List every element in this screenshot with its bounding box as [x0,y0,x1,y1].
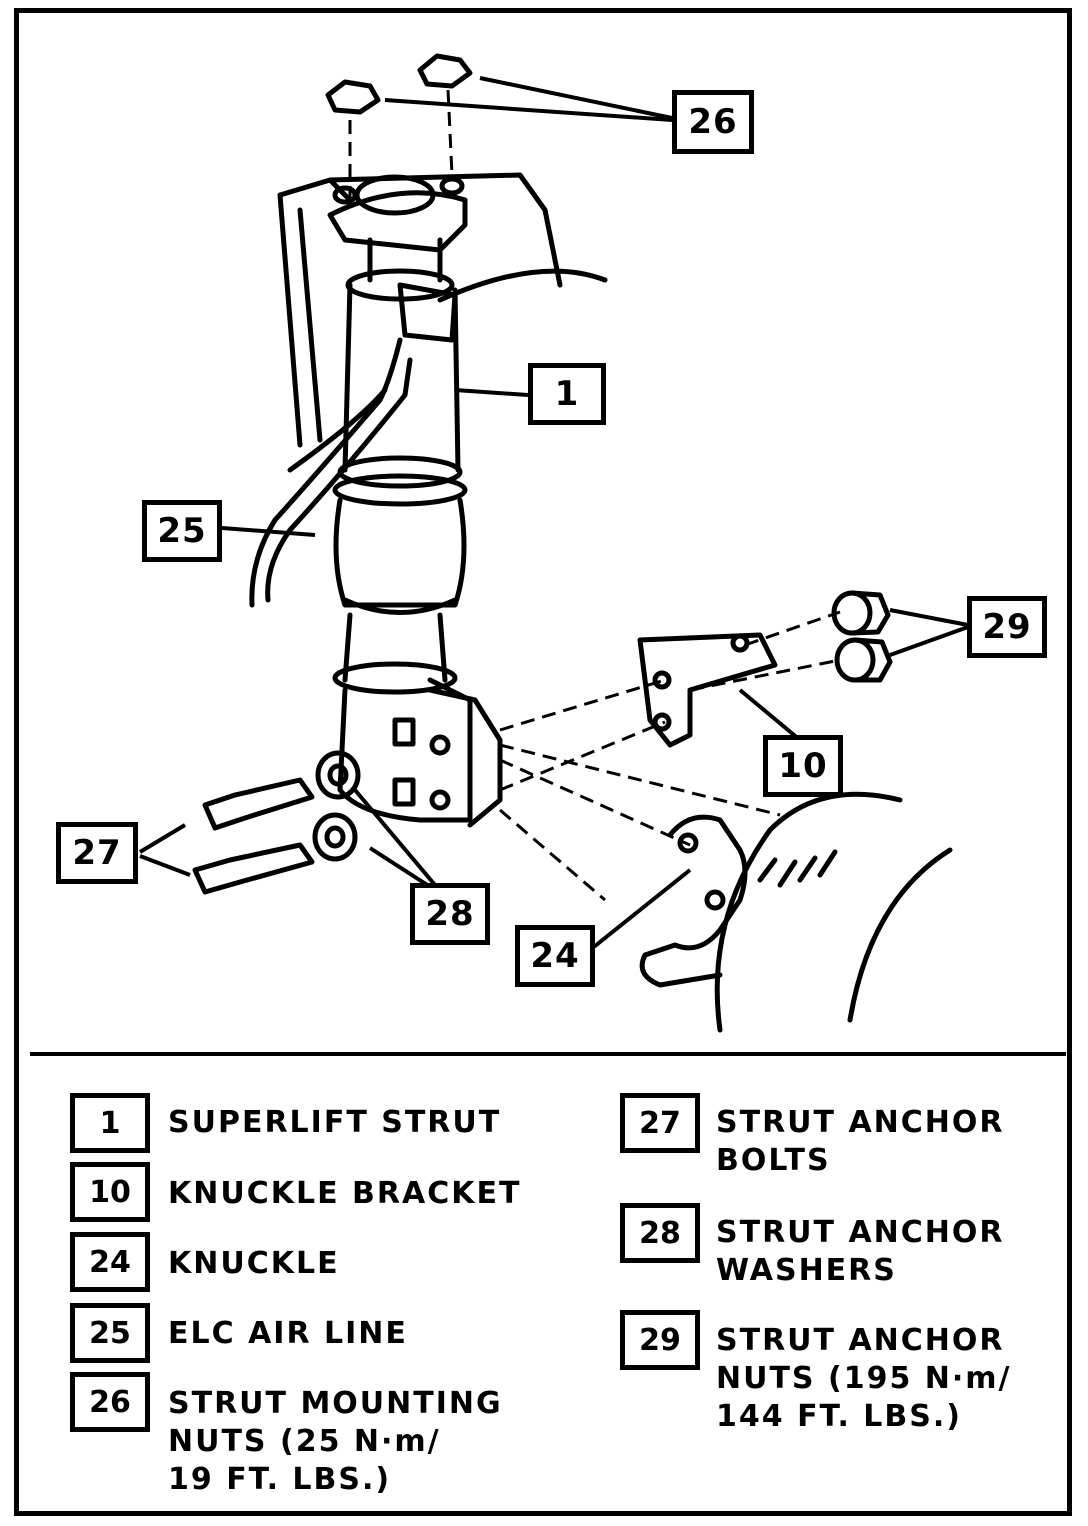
callout-29: 29 [967,596,1047,658]
bolt-lower [192,842,315,895]
callout-27: 27 [56,822,138,884]
hub-arc [714,791,903,1033]
anchor-nut-lower [834,637,876,683]
mount-plate [327,190,468,253]
bolt-upper [202,777,315,831]
legend-num-27: 27 [620,1093,700,1153]
wheel-arc [847,847,953,1023]
strut-lower-body [337,677,473,823]
legend-text-10: KNUCKLE BRACKET [168,1176,522,1211]
callout-1: 1 [528,363,606,425]
legend-num-24: 24 [70,1232,150,1292]
legend-text-1: SUPERLIFT STRUT [168,1105,502,1140]
legend-text-26: STRUT MOUNTING NUTS (25 N·m/ 19 FT. LBS.… [168,1386,503,1497]
legend-num-10: 10 [70,1162,150,1222]
legend-text-27: STRUT ANCHOR BOLTS [716,1105,1005,1178]
callout-25: 25 [142,500,222,562]
diagram-frame [14,8,1072,1516]
top-nut-right [417,53,473,89]
callout-26: 26 [672,90,754,154]
knuckle-shape [639,814,748,988]
top-nut-left [325,79,381,115]
legend-text-28: STRUT ANCHOR WASHERS [716,1215,1005,1288]
legend-num-26: 26 [70,1372,150,1432]
air-bag [333,497,467,608]
fender-curve [437,268,608,303]
legend-text-24: KNUCKLE [168,1246,340,1281]
legend-num-29: 29 [620,1310,700,1370]
washer-upper [315,750,361,800]
legend-text-25: ELC AIR LINE [168,1316,408,1351]
legend-num-1: 1 [70,1093,150,1153]
air-line [249,337,403,608]
legend-text-29: STRUT ANCHOR NUTS (195 N·m/ 144 FT. LBS.… [716,1323,1012,1434]
legend-num-25: 25 [70,1303,150,1363]
legend-divider [30,1052,1066,1056]
callout-28: 28 [410,883,490,945]
washer-lower [312,812,358,862]
callout-10: 10 [763,735,843,797]
lower-tube [342,612,448,683]
callout-24: 24 [515,925,595,987]
strut-tower [277,172,563,448]
legend-num-28: 28 [620,1203,700,1263]
